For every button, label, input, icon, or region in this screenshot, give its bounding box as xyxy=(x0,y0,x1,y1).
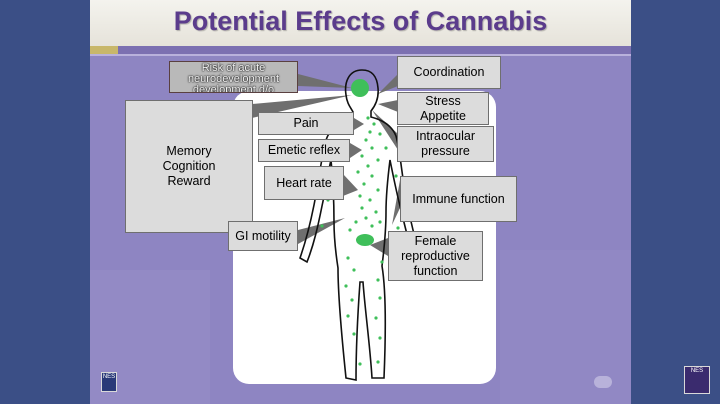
title-rule-line xyxy=(90,54,631,56)
school-logo-left: NES xyxy=(101,372,117,392)
slide-title: Potential Effects of Cannabis xyxy=(173,6,548,36)
effect-stress-appetite: Stress Appetite xyxy=(397,92,489,125)
uterus-marker xyxy=(356,234,374,246)
pointer-emetic xyxy=(350,143,362,158)
brain-marker xyxy=(351,79,369,97)
risk-label: Risk of acute neurodevelopment developme… xyxy=(169,61,298,93)
pointer-intraocular xyxy=(372,110,398,150)
effect-intraocular-pressure: Intraocular pressure xyxy=(397,126,494,162)
effect-emetic-reflex: Emetic reflex xyxy=(258,139,350,162)
effect-pain: Pain xyxy=(258,112,354,135)
pointer-stress xyxy=(378,100,398,112)
effect-immune-function: Immune function xyxy=(400,176,517,222)
effect-memory-cognition-reward: Memory Cognition Reward xyxy=(125,100,253,233)
school-logo-right: NES xyxy=(684,366,710,394)
slide-ornament xyxy=(594,376,612,388)
pointer-coordination xyxy=(378,74,398,94)
pointer-heart xyxy=(343,174,358,196)
pointer-immune xyxy=(392,180,400,225)
pointer-risk xyxy=(298,74,352,88)
title-bar: Potential Effects of Cannabis xyxy=(90,0,631,46)
title-rule-accent xyxy=(90,46,118,54)
effect-coordination: Coordination xyxy=(397,56,501,89)
effect-female-reproductive: Female reproductive function xyxy=(388,231,483,281)
effect-gi-motility: GI motility xyxy=(228,221,298,251)
title-rule xyxy=(118,46,631,54)
effect-heart-rate: Heart rate xyxy=(264,166,344,200)
pointer-pain xyxy=(354,118,364,130)
